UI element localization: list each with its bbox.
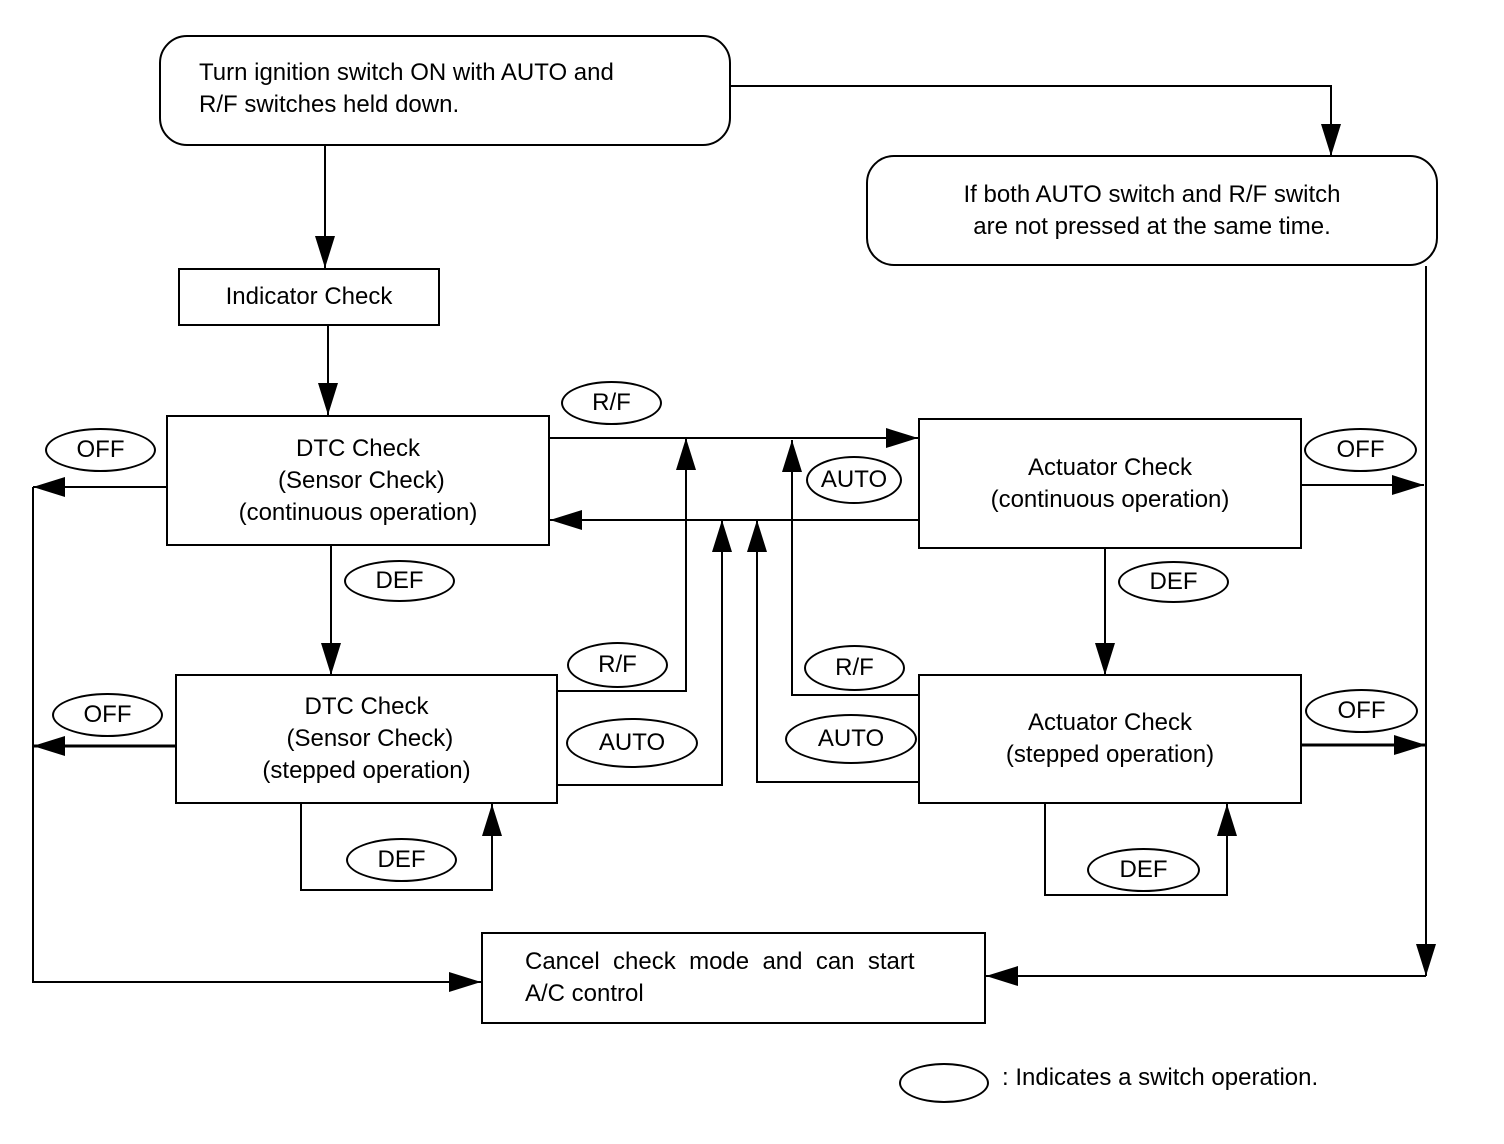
indicator-check-node: Indicator Check	[178, 268, 440, 326]
arrow-dtc-step-auto	[557, 520, 732, 786]
not-pressed-line: If both AUTO switch and R/F switch	[963, 180, 1341, 208]
not-pressed-line: are not pressed at the same time.	[973, 212, 1331, 240]
switch-def: DEF	[1087, 848, 1200, 892]
legend-text: : Indicates a switch operation.	[1002, 1064, 1319, 1091]
actuator-continuous-line: (continuous operation)	[990, 485, 1230, 513]
dtc-continuous-line: DTC Check	[295, 434, 421, 462]
switch-auto: AUTO	[806, 456, 902, 504]
indicator-check-label: Indicator Check	[225, 283, 393, 310]
dtc-continuous-line: (Sensor Check)	[271, 466, 445, 494]
arrow-start-to-not-pressed	[731, 85, 1341, 156]
arrow-act-step-rf	[782, 440, 918, 696]
switch-auto: AUTO	[785, 714, 917, 764]
cancel-node-line: A/C control	[525, 980, 644, 1007]
dtc-stepped-line: DTC Check	[304, 693, 429, 720]
dtc-continuous-line: (continuous operation)	[238, 498, 478, 526]
arrow-dtc-step-rf	[557, 438, 696, 692]
not-pressed-node: If both AUTO switch and R/F switch are n…	[866, 155, 1438, 266]
switch-def: DEF	[1118, 561, 1229, 603]
actuator-stepped-line: (stepped operation)	[1005, 741, 1215, 768]
switch-off: OFF	[52, 693, 163, 737]
actuator-stepped-line: Actuator Check	[1027, 709, 1193, 736]
switch-rf: R/F	[567, 642, 668, 688]
dtc-stepped-node: DTC Check (Sensor Check) (stepped operat…	[175, 674, 558, 804]
switch-auto: AUTO	[566, 718, 698, 768]
arrow-dtc-def-loop	[300, 803, 502, 891]
switch-def: DEF	[346, 838, 457, 882]
actuator-stepped-node: Actuator Check (stepped operation)	[918, 674, 1302, 804]
switch-off: OFF	[45, 428, 156, 472]
switch-off: OFF	[1304, 428, 1417, 472]
switch-off: OFF	[1305, 689, 1418, 733]
start-node-line: R/F switches held down.	[199, 91, 460, 118]
arrow-left-bus-to-cancel	[32, 487, 481, 992]
arrow-act-step-auto	[747, 520, 918, 783]
actuator-continuous-line: Actuator Check	[1027, 453, 1193, 481]
cancel-node: Cancel check mode and can start A/C cont…	[481, 932, 986, 1024]
switch-def: DEF	[344, 560, 455, 602]
dtc-stepped-line: (Sensor Check)	[279, 725, 454, 752]
actuator-continuous-node: Actuator Check (continuous operation)	[918, 418, 1302, 549]
cancel-node-line: Cancel check mode and can start	[525, 948, 915, 975]
legend-ellipse-icon	[899, 1063, 989, 1103]
dtc-stepped-line: (stepped operation)	[262, 757, 471, 784]
switch-rf: R/F	[804, 645, 905, 691]
arrow-act-def-loop	[1044, 803, 1237, 896]
start-node-line: Turn ignition switch ON with AUTO and	[199, 59, 614, 86]
dtc-continuous-node: DTC Check (Sensor Check) (continuous ope…	[166, 415, 550, 546]
start-node: Turn ignition switch ON with AUTO and R/…	[159, 35, 731, 146]
switch-rf: R/F	[561, 381, 662, 425]
